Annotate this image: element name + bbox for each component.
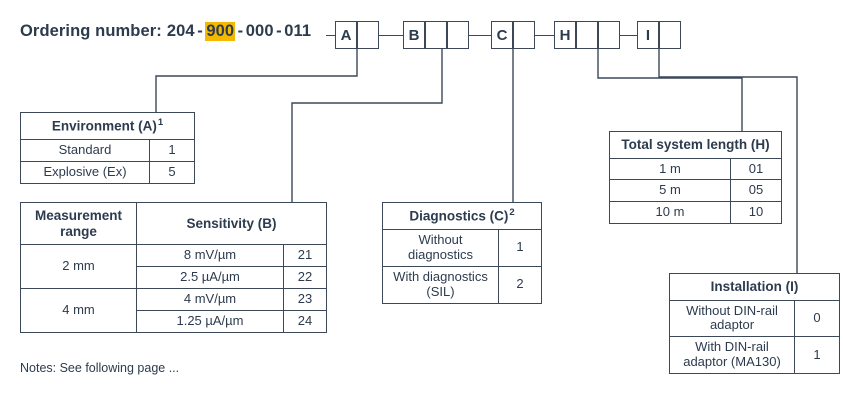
installation-option-label: With DIN-rail adaptor (MA130) [669, 336, 795, 375]
table-row-header: Total system length (H) [609, 131, 782, 159]
ordering-number-line: Ordering number: 204 - 900 - 000 - 011 [20, 22, 312, 41]
sensitivity-value: 2.5 µA/µm [136, 265, 284, 289]
table-installation: Installation (I) Without DIN-rail adapto… [669, 273, 840, 375]
sensitivity-value: 1.25 µA/µm [136, 309, 284, 333]
sensitivity-code: 21 [283, 244, 327, 267]
environment-option-code: 1 [149, 139, 195, 162]
code-cell-b-2[interactable] [447, 21, 469, 49]
measurement-range-title: Measurement range [20, 201, 137, 246]
code-cell-i-letter[interactable]: I [637, 21, 659, 49]
diagnostics-title: Diagnostics (C)2 [382, 201, 542, 231]
table-diagnostics: Diagnostics (C)2 Without diagnostics 1 W… [382, 201, 542, 304]
code-group-a: A [335, 21, 379, 49]
length-option-label: 5 m [609, 179, 731, 203]
table-row[interactable]: 4 mm 4 mV/µm 23 [20, 287, 327, 333]
measurement-range-value: 2 mm [20, 244, 137, 289]
link-text-to-a [326, 35, 335, 36]
sensitivity-title: Sensitivity (B) [136, 201, 327, 246]
diagnostics-option-label: With diagnostics (SIL) [382, 265, 499, 304]
link-c-to-h [535, 35, 554, 36]
code-group-c: C [491, 21, 535, 49]
code-cell-h-2[interactable] [598, 21, 620, 49]
measurement-range-value: 4 mm [20, 287, 137, 333]
order-part-0: 204 [166, 22, 195, 40]
table-row[interactable]: With diagnostics (SIL) 2 [382, 265, 542, 304]
length-option-code: 10 [730, 201, 782, 225]
sensitivity-code: 23 [283, 287, 327, 311]
table-row[interactable]: 10 m 10 [609, 201, 782, 225]
table-row-header: Measurement range Sensitivity (B) [20, 201, 327, 246]
environment-option-label: Standard [20, 139, 150, 162]
environment-title-text: Environment (A) [51, 118, 157, 134]
sensitivity-value: 8 mV/µm [136, 244, 284, 267]
code-cell-a-1[interactable] [357, 21, 379, 49]
installation-option-code: 1 [794, 336, 840, 375]
length-option-code: 05 [730, 179, 782, 203]
table-row[interactable]: With DIN-rail adaptor (MA130) 1 [669, 336, 840, 375]
table-row-header: Installation (I) [669, 273, 840, 301]
table-row[interactable]: Without DIN-rail adaptor 0 [669, 299, 840, 338]
environment-title: Environment (A)1 [20, 111, 195, 141]
table-row-header: Diagnostics (C)2 [382, 201, 542, 231]
table-row[interactable]: Without diagnostics 1 [382, 229, 542, 267]
order-separator-0: - [197, 22, 203, 40]
code-cell-b-1[interactable] [425, 21, 447, 49]
diagnostics-option-code: 1 [498, 229, 542, 267]
order-part-1-highlighted: 900 [205, 22, 236, 41]
code-cell-c-1[interactable] [513, 21, 535, 49]
sensitivity-code: 24 [283, 309, 327, 333]
code-group-h: H [554, 21, 620, 49]
table-environment: Environment (A)1 Standard 1 Explosive (E… [20, 111, 195, 184]
code-cell-b-letter[interactable]: B [403, 21, 425, 49]
diagnostics-footnote-marker: 2 [509, 207, 515, 218]
length-option-label: 10 m [609, 201, 731, 225]
code-cell-c-letter[interactable]: C [491, 21, 513, 49]
table-total-system-length: Total system length (H) 1 m 01 5 m 05 10… [609, 131, 782, 225]
table-row-header: Environment (A)1 [20, 111, 195, 141]
installation-title: Installation (I) [669, 273, 840, 301]
table-sensitivity: Measurement range Sensitivity (B) 2 mm 8… [20, 201, 327, 333]
installation-option-label: Without DIN-rail adaptor [669, 299, 795, 338]
order-part-3: 011 [284, 22, 312, 40]
length-option-code: 01 [730, 157, 782, 181]
length-option-label: 1 m [609, 157, 731, 181]
diagnostics-option-label: Without diagnostics [382, 229, 499, 267]
environment-option-code: 5 [149, 160, 195, 184]
order-separator-2: - [276, 22, 282, 40]
length-title: Total system length (H) [609, 131, 782, 159]
sensitivity-value: 4 mV/µm [136, 287, 284, 311]
code-cell-h-letter[interactable]: H [554, 21, 576, 49]
environment-option-label: Explosive (Ex) [20, 160, 150, 184]
code-group-i: I [637, 21, 681, 49]
ordering-number-label: Ordering number: [20, 22, 162, 40]
code-group-b: B [403, 21, 469, 49]
code-cell-h-1[interactable] [576, 21, 598, 49]
table-row[interactable]: Standard 1 [20, 139, 195, 162]
link-h-to-i [620, 35, 637, 36]
notes-text: Notes: See following page ... [20, 361, 180, 375]
code-cell-i-1[interactable] [659, 21, 681, 49]
wire-a-to-environment [155, 49, 358, 112]
table-row[interactable]: 1.25 µA/µm 24 [21, 309, 327, 333]
wire-b-to-sensitivity [291, 49, 443, 202]
code-cell-a-letter[interactable]: A [335, 21, 357, 49]
table-row[interactable]: Explosive (Ex) 5 [20, 160, 195, 184]
table-row[interactable]: 5 m 05 [609, 179, 782, 203]
order-part-2: 000 [245, 22, 274, 40]
wire-h-to-length [597, 49, 743, 131]
table-row[interactable]: 2.5 µA/µm 22 [21, 265, 327, 289]
order-separator-1: - [237, 22, 244, 40]
table-row[interactable]: 1 m 01 [609, 157, 782, 181]
environment-footnote-marker: 1 [157, 117, 164, 128]
sensitivity-code: 22 [283, 265, 327, 289]
link-a-to-b [379, 35, 403, 36]
link-b-to-c [469, 35, 491, 36]
table-row[interactable]: 2 mm 8 mV/µm 21 [20, 244, 327, 289]
installation-option-code: 0 [794, 299, 840, 338]
diagnostics-option-code: 2 [498, 265, 542, 304]
diagnostics-title-text: Diagnostics (C) [409, 208, 509, 224]
